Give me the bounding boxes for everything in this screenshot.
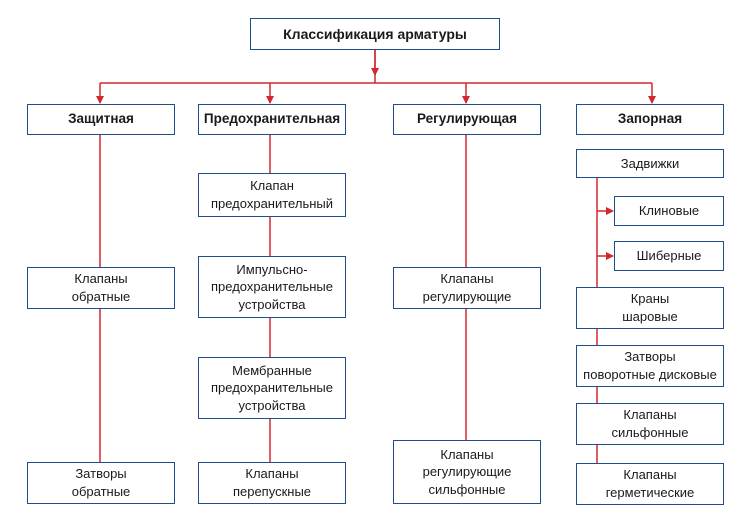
item-label: Мембранные предохранительные устройства bbox=[210, 362, 333, 413]
header-label: Защитная bbox=[68, 111, 134, 127]
item-klapany-silfonnye: Клапаны сильфонные bbox=[576, 403, 724, 445]
header-predokhranitelnaya: Предохранительная bbox=[198, 104, 346, 135]
header-label: Регулирующая bbox=[416, 111, 518, 127]
header-label: Запорная bbox=[617, 111, 683, 127]
header-label: Предохранительная bbox=[203, 111, 341, 127]
item-label: Шиберные bbox=[636, 248, 702, 264]
item-zatvory-obratnye: Затворы обратные bbox=[27, 462, 175, 504]
item-label: Клапаны перепускные bbox=[232, 466, 312, 499]
item-membrannye-predokhranitelnye: Мембранные предохранительные устройства bbox=[198, 357, 346, 419]
item-label: Клапан предохранительный bbox=[210, 178, 334, 211]
item-klapany-germeticheskie: Клапаны герметические bbox=[576, 463, 724, 505]
header-zashchitnaya: Защитная bbox=[27, 104, 175, 135]
item-klapany-reguliruyushchie: Клапаны регулирующие bbox=[393, 267, 541, 309]
item-label: Клапаны герметические bbox=[605, 467, 695, 500]
root-box: Классификация арматуры bbox=[250, 18, 500, 50]
item-klapany-reguliruyushchie-silfonnye: Клапаны регулирующие сильфонные bbox=[393, 440, 541, 504]
item-label: Затворы поворотные дисковые bbox=[583, 349, 717, 382]
subitem-shibernye: Шиберные bbox=[614, 241, 724, 271]
subitem-klinovye: Клиновые bbox=[614, 196, 724, 226]
item-klapan-predokhranitelnyy: Клапан предохранительный bbox=[198, 173, 346, 217]
header-zapornaya: Запорная bbox=[576, 104, 724, 135]
item-label: Клапаны обратные bbox=[71, 271, 131, 304]
item-label: Импульсно- предохранительные устройства bbox=[210, 261, 333, 312]
item-krany-sharovye: Краны шаровые bbox=[576, 287, 724, 329]
item-label: Клапаны регулирующие сильфонные bbox=[422, 446, 512, 497]
item-label: Клапаны сильфонные bbox=[611, 407, 689, 440]
root-label: Классификация арматуры bbox=[283, 25, 467, 42]
item-label: Краны шаровые bbox=[622, 291, 678, 324]
item-label: Клапаны регулирующие bbox=[422, 271, 512, 304]
item-klapany-obratnye: Клапаны обратные bbox=[27, 267, 175, 309]
header-reguliruyushchaya: Регулирующая bbox=[393, 104, 541, 135]
item-zatvory-povorotnye-diskovye: Затворы поворотные дисковые bbox=[576, 345, 724, 387]
item-zadvizhki: Задвижки bbox=[576, 149, 724, 178]
item-label: Задвижки bbox=[620, 155, 680, 171]
item-label: Клиновые bbox=[638, 203, 700, 219]
item-impulsno-predokhranitelnye: Импульсно- предохранительные устройства bbox=[198, 256, 346, 318]
item-label: Затворы обратные bbox=[71, 466, 131, 499]
item-klapany-perepusknye: Клапаны перепускные bbox=[198, 462, 346, 504]
